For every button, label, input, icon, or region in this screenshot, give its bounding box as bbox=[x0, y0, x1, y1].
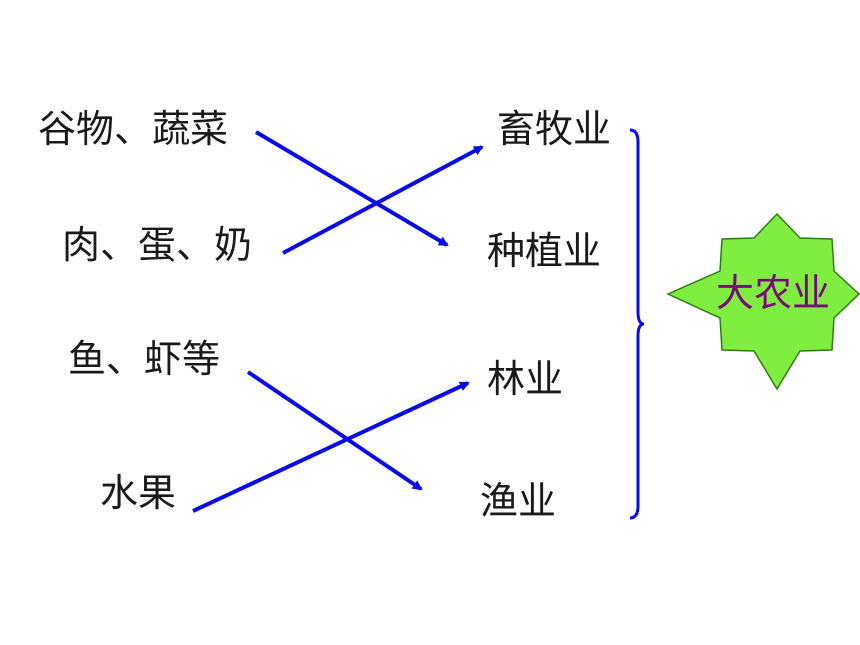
industry-forestry: 林业 bbox=[487, 357, 564, 401]
arrow-fruit-to-forestry bbox=[192, 381, 470, 513]
product-grains-vegetables: 谷物、蔬菜 bbox=[38, 107, 229, 151]
industry-fishery: 渔业 bbox=[480, 479, 557, 523]
product-fish-shrimp: 鱼、虾等 bbox=[68, 337, 221, 381]
arrow-fish-to-fishery bbox=[246, 370, 423, 491]
industry-animal-husbandry: 畜牧业 bbox=[497, 107, 612, 151]
group-label: 大农业 bbox=[716, 271, 831, 315]
product-fruit: 水果 bbox=[100, 471, 177, 515]
arrow-grains-to-crop-farming bbox=[254, 130, 449, 247]
group-star-badge bbox=[666, 212, 860, 391]
product-meat-eggs-milk: 肉、蛋、奶 bbox=[62, 223, 253, 267]
industry-crop-farming: 种植业 bbox=[487, 229, 602, 273]
right-brace bbox=[629, 128, 645, 520]
arrow-meat-to-animal-husbandry bbox=[282, 145, 484, 255]
